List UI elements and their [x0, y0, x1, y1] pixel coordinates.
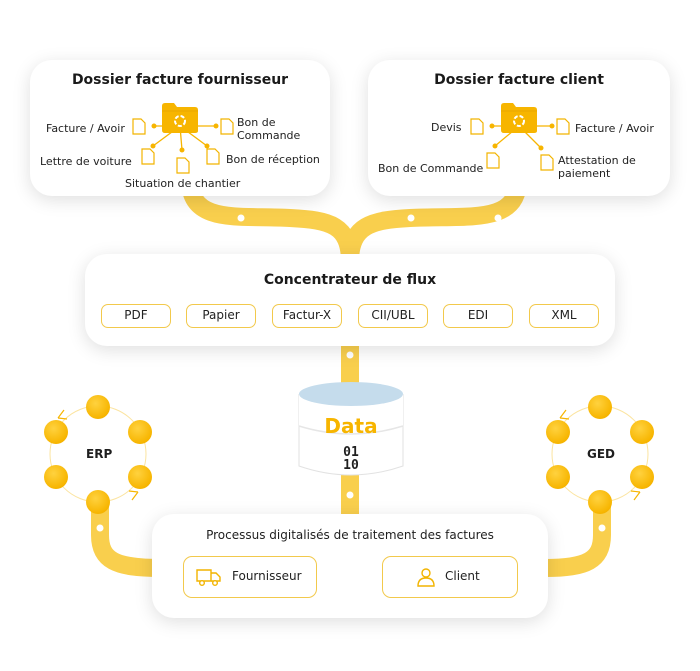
folder-icon — [162, 103, 198, 133]
process-card: Processus digitalisés de traitement des … — [152, 514, 548, 618]
doc-label-site-status: Situation de chantier — [125, 177, 241, 190]
truck-icon — [196, 569, 221, 586]
ged-node — [546, 465, 570, 489]
document-icon — [220, 118, 234, 135]
erp-node — [128, 465, 152, 489]
supplier-process-pill: Fournisseur — [183, 556, 317, 598]
ged-node — [630, 465, 654, 489]
client-dossier-title: Dossier facture client — [434, 72, 604, 88]
document-icon — [206, 148, 220, 165]
flux-concentrator-card: Concentrateur de flux PDF Papier Factur-… — [85, 254, 615, 346]
ged-node — [588, 395, 612, 419]
process-title: Processus digitalisés de traitement des … — [206, 528, 494, 542]
client-dossier-card: Dossier facture client Devis Facture / A… — [368, 60, 670, 196]
database-icon — [298, 382, 404, 476]
pipe-supplier — [181, 171, 359, 271]
format-xml: XML — [529, 304, 599, 328]
format-cii-ubl: CII/UBL — [358, 304, 428, 328]
format-pdf: PDF — [101, 304, 171, 328]
doc-label-invoice-credit: Facture / Avoir — [575, 122, 654, 135]
document-icon — [556, 118, 570, 135]
format-paper: Papier — [186, 304, 256, 328]
format-edi: EDI — [443, 304, 513, 328]
erp-label: ERP — [86, 447, 113, 461]
erp-node — [86, 395, 110, 419]
doc-label-quote: Devis — [431, 121, 462, 134]
pipe-erp — [91, 491, 169, 577]
erp-node — [128, 420, 152, 444]
format-facturx: Factur-X — [272, 304, 342, 328]
doc-label-order-form: Bon de Commande — [378, 162, 484, 175]
client-label: Client — [445, 569, 480, 583]
supplier-dossier-card: Dossier facture fournisseur Facture / Av… — [30, 60, 330, 196]
supplier-label: Fournisseur — [232, 569, 302, 583]
ged-node — [588, 490, 612, 514]
ged-label: GED — [587, 447, 616, 461]
document-icon — [176, 157, 190, 174]
database-label: Data — [324, 414, 378, 438]
folder-icon — [501, 103, 537, 133]
pipe-client — [341, 171, 527, 271]
pipe-ged — [536, 491, 611, 577]
document-icon — [470, 118, 484, 135]
erp-node — [44, 420, 68, 444]
doc-label-invoice-credit: Facture / Avoir — [46, 122, 125, 135]
concentrator-title: Concentrateur de flux — [263, 272, 437, 288]
doc-label-receipt: Bon de réception — [226, 153, 320, 166]
document-icon — [132, 118, 146, 135]
supplier-dossier-title: Dossier facture fournisseur — [71, 72, 289, 88]
document-icon — [540, 154, 554, 171]
user-icon — [417, 568, 435, 587]
doc-label-waybill: Lettre de voiture — [40, 155, 132, 168]
client-process-pill: Client — [382, 556, 518, 598]
erp-node — [44, 465, 68, 489]
ged-node — [546, 420, 570, 444]
ged-node — [630, 420, 654, 444]
document-icon — [141, 148, 155, 165]
document-icon — [486, 152, 500, 169]
erp-node — [86, 490, 110, 514]
